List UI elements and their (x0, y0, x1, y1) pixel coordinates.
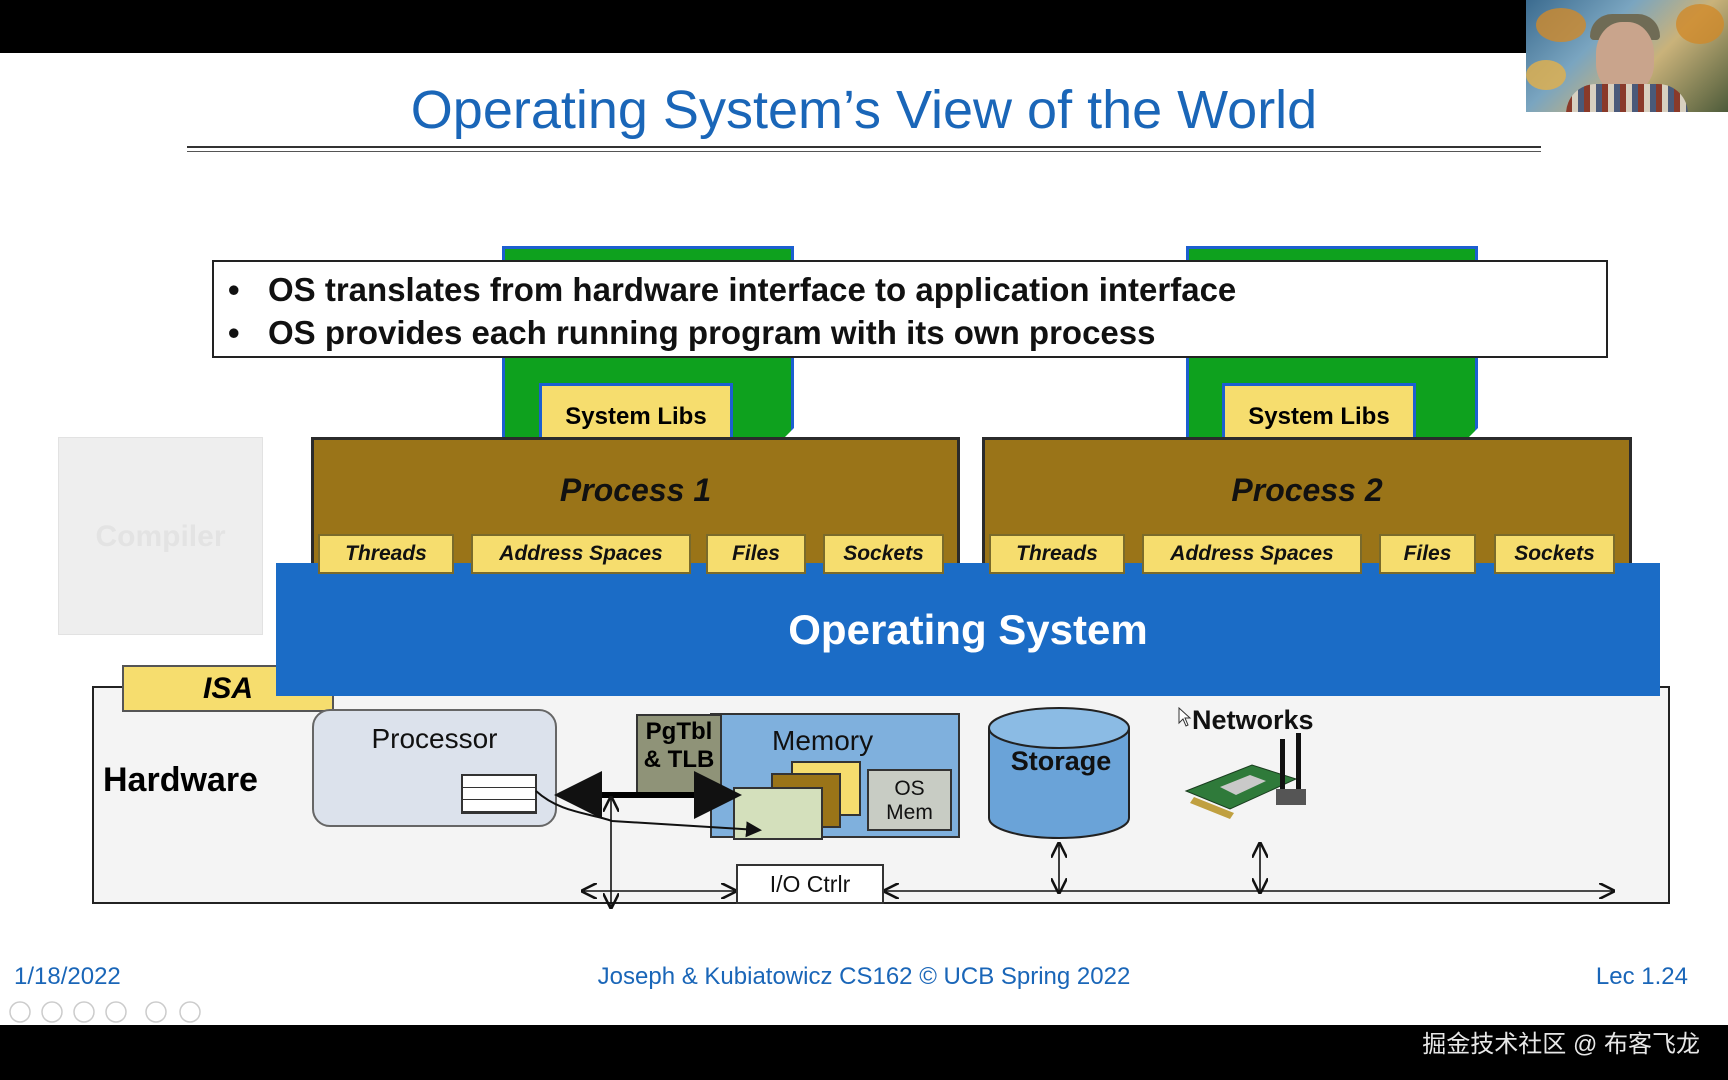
next-slide-icon (41, 1001, 63, 1023)
os-mem-box: OS Mem (867, 769, 952, 831)
compiler-label: Compiler (95, 520, 226, 553)
io-controller-box: I/O Ctrlr (736, 864, 884, 904)
register-file (461, 774, 537, 814)
chip-sockets-1: Sockets (823, 534, 944, 574)
watermark: 掘金技术社区 @ 布客飞龙 (1422, 1031, 1700, 1058)
grid-icon (105, 1001, 127, 1023)
os-mem-line2: Mem (886, 801, 933, 824)
chip-threads-1: Threads (318, 534, 454, 574)
processor-box: Processor (312, 709, 557, 827)
connection-lines (535, 771, 1728, 1025)
presentation-controls[interactable] (8, 999, 208, 1025)
title-rule-thin (187, 151, 1541, 152)
footer-course: Joseph & Kubiatowicz CS162 © UCB Spring … (597, 963, 1131, 990)
operating-system-bar: Operating System (276, 563, 1660, 696)
pen-icon (73, 1001, 95, 1023)
processor-label: Processor (371, 723, 498, 754)
hardware-label: Hardware (103, 761, 258, 799)
chip-sockets-2: Sockets (1494, 534, 1615, 574)
process-1-title: Process 1 (559, 472, 712, 508)
network-card-icon (1184, 733, 1306, 819)
title-rule (187, 146, 1541, 148)
chip-files-1: Files (706, 534, 806, 574)
chip-files-2: Files (1379, 534, 1476, 574)
storage-label: Storage (1010, 746, 1112, 776)
memory-label: Memory (772, 725, 874, 756)
zoom-icon (145, 1001, 167, 1023)
mouse-cursor-icon (1178, 707, 1192, 727)
compiler-box: Compiler (58, 437, 263, 635)
os-mem-line1: OS (894, 777, 925, 800)
speaker-shirt (1566, 84, 1688, 112)
speaker-face (1596, 22, 1654, 92)
slide-title: Operating System’s View of the World (410, 80, 1318, 140)
bullet-box: •OS translates from hardware interface t… (212, 260, 1608, 358)
footer-date: 1/18/2022 (14, 963, 121, 990)
webcam-overlay (1526, 0, 1728, 112)
footer-lecture: Lec 1.24 (1595, 963, 1688, 990)
pgtbl-line2: & TLB (643, 746, 715, 773)
memory-box: Memory OS Mem (710, 713, 960, 840)
networks-label: Networks (1192, 705, 1314, 735)
process-2-title: Process 2 (1231, 472, 1383, 508)
pgtbl-line1: PgTbl (645, 718, 713, 745)
chip-threads-2: Threads (989, 534, 1125, 574)
prev-slide-icon (9, 1001, 31, 1023)
chip-address-spaces-1: Address Spaces (471, 534, 691, 574)
chip-address-spaces-2: Address Spaces (1142, 534, 1362, 574)
slide: Operating System’s View of the World Com… (0, 53, 1728, 1025)
more-icon (179, 1001, 201, 1023)
storage-cylinder-icon (988, 707, 1130, 839)
